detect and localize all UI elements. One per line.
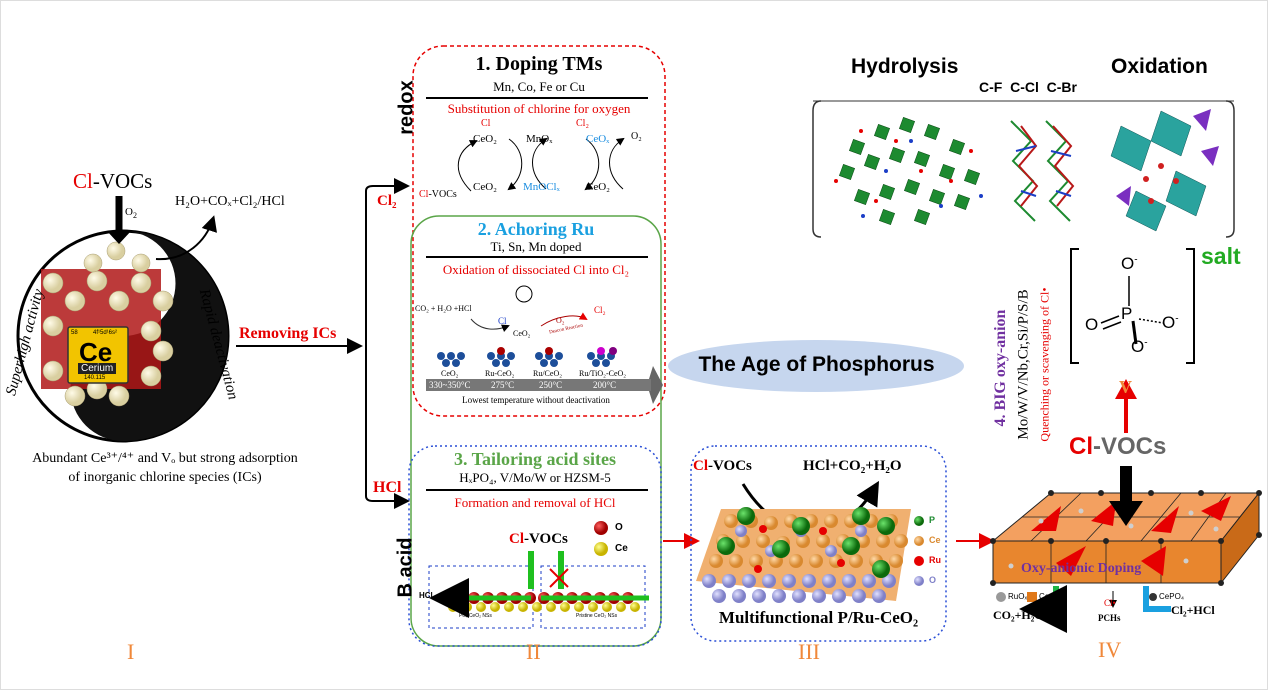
box2-co2-label: CO₂ + H₂O +HCl <box>415 304 472 313</box>
ce-mass: 140.115 <box>84 375 106 381</box>
cl2-branch-label: Cl₂ <box>377 193 397 209</box>
b-acid-label: B acid <box>394 537 417 598</box>
legend-ru: Ru <box>929 555 941 565</box>
section3-clvocs: Cl-VOCs <box>693 458 752 474</box>
legend-cepo4: CePO₄ <box>1159 592 1185 601</box>
oxy-anion-elements: Mo/W/V/Nb,Cr,Si/P/S/B <box>1015 289 1032 440</box>
cerium-sphere <box>16 229 230 443</box>
box3-subtitle: HₓPO₄, V/Mo/W or HZSM-5 <box>459 470 611 485</box>
box2-title: 2. Achoring Ru <box>477 219 595 239</box>
box1-desc: Substitution of chlorine for oxygen <box>447 101 631 116</box>
cl-prefix: Cl <box>73 169 93 193</box>
cycle-cl2: Cl₂ <box>576 118 589 129</box>
legend-o3: O <box>929 575 937 585</box>
phosphate-o-right: O- <box>1162 313 1179 332</box>
cycle-mnox: MnOₓ <box>526 133 553 145</box>
temp-1: 330~350°C <box>429 380 471 390</box>
bonds-label: C-F C-Cl C-Br <box>979 79 1077 95</box>
clvocs-title-rest: -VOCs <box>92 169 153 193</box>
left-ns-label: Po₄-CeO₂ NSs <box>459 613 492 619</box>
box2-footer: Lowest temperature without deactivation <box>462 395 610 405</box>
catalyst-strips <box>426 366 663 404</box>
roman-iii: III <box>798 639 820 664</box>
oxy-anionic-doping-label: Oxy-anionic Doping <box>1021 561 1142 576</box>
roman-iv: IV <box>1098 637 1122 662</box>
pchs-label: PCHs <box>1098 613 1121 623</box>
cycle-clvocs: Cl-VOCs <box>419 189 457 200</box>
legend-p: P <box>929 515 936 525</box>
section4-clvocs: Cl-VOCs <box>1069 433 1167 460</box>
hcl-branch-label: HCl <box>373 479 402 496</box>
box2-ceo2-label: CeO₂ <box>513 329 531 338</box>
box3-title: 3. Tailoring acid sites <box>453 449 617 469</box>
section3-products: HCl+CO₂+H₂O <box>803 458 902 474</box>
halogen-chains <box>1010 120 1075 222</box>
box2-cl-label: Cl <box>498 316 507 326</box>
cycle-cl: Cl <box>481 118 491 129</box>
box2-desc: Oxidation of dissociated Cl into Cl₂ <box>442 262 630 277</box>
box1-subtitle: Mn, Co, Fe or Cu <box>493 79 585 94</box>
right-ns-label: Pristine CeO₂ NSs <box>576 613 618 619</box>
section3-caption: Multifunctional P/Ru-CeO₂ <box>718 608 919 627</box>
clvocs-title: Cl-VOCs <box>73 169 152 194</box>
box3-clvocs: Cl-VOCs <box>509 531 568 547</box>
cycle-o2: O₂ <box>631 131 642 142</box>
temp-4: 200°C <box>593 380 617 390</box>
caption-line1: Abundant Ce³⁺/⁴⁺ and Vₒ but strong adsor… <box>32 451 298 466</box>
section4-products-left: CO₂+H₂O <box>993 608 1044 622</box>
legend-ce3: Ce <box>929 535 941 545</box>
cycle-ceo2-top: CeO₂ <box>473 133 497 145</box>
cycle-ceo2-right: CeO₂ <box>586 181 610 193</box>
box3-desc: Formation and removal of HCl <box>454 495 616 510</box>
oxidation-structure <box>1110 109 1219 232</box>
temp-3: 250°C <box>539 380 563 390</box>
phosphate-o-top: O- <box>1121 254 1138 273</box>
phosphate-o-bottom: O- <box>1131 337 1148 356</box>
oxidation-label: Oxidation <box>1111 55 1208 78</box>
legend-ce: Ce <box>615 543 628 554</box>
cat-ceo2: CeO₂ <box>441 369 459 378</box>
oxy-anion-title: 4. BIG oxy-anion <box>992 309 1009 427</box>
hydrolysis-label: Hydrolysis <box>851 55 959 78</box>
box2-cl2-label: Cl₂ <box>594 305 606 315</box>
temp-2: 275°C <box>491 380 515 390</box>
o2-label: O2 <box>125 206 137 221</box>
box2-o2-label: O₂ <box>556 316 565 325</box>
section4-products-right: Cl₂+HCl <box>1171 603 1215 617</box>
phosphate-o-left: O <box>1085 315 1099 334</box>
roman-ii: II <box>526 639 541 664</box>
oxy-anion-desc: Quenching or scavenging of Cl• <box>1037 287 1052 442</box>
p-ru-ceo2-slab <box>696 507 911 603</box>
legend-ceo2: CeO₂ <box>1039 592 1059 601</box>
cl-radical-label: Cl• <box>1104 598 1116 608</box>
v-label: V <box>1119 377 1132 397</box>
section1-caption: Abundant Ce³⁺/⁴⁺ and Vₒ but strong adsor… <box>9 449 321 487</box>
roman-i: I <box>127 639 135 664</box>
removing-ics-label: Removing ICs <box>239 325 337 342</box>
ce-name: Cerium <box>78 363 117 374</box>
salt-label: salt <box>1201 243 1241 269</box>
hydrolysis-structure <box>834 116 983 226</box>
cat-ru-on-ceo2: Ru/CeO₂ <box>533 369 563 378</box>
cat-ru-ceo2: Ru-CeO₂ <box>485 369 515 378</box>
legend-o: O <box>615 522 623 533</box>
cycle-ceo2-bot: CeO₂ <box>473 181 497 193</box>
caption-line2: of inorganic chlorine species (ICs) <box>68 470 262 485</box>
products-label: H₂O+COₓ+Cl₂/HCl <box>175 194 285 209</box>
age-of-phosphorus-banner: The Age of Phosphorus <box>698 353 935 376</box>
ce-config: 4f¹5d¹6s² <box>93 330 118 336</box>
phosphate-p: P <box>1121 304 1133 323</box>
cycle-mnoclx: MnOClₓ <box>523 181 560 193</box>
cycle-ceox: CeOₓ <box>586 133 610 145</box>
box2-subtitle: Ti, Sn, Mn doped <box>490 239 582 254</box>
ce-symbol: Ce <box>79 337 113 367</box>
cat-ru-tio2-ceo2: Ru/TiO₂-CeO₂ <box>579 369 627 378</box>
oxy-anion-slab <box>990 490 1262 586</box>
box3-hcl-left: HCl <box>419 591 433 600</box>
ce-number: 58 <box>71 330 78 336</box>
legend-ruox: RuOₓ <box>1008 592 1028 601</box>
box1-title: 1. Doping TMs <box>475 53 603 75</box>
